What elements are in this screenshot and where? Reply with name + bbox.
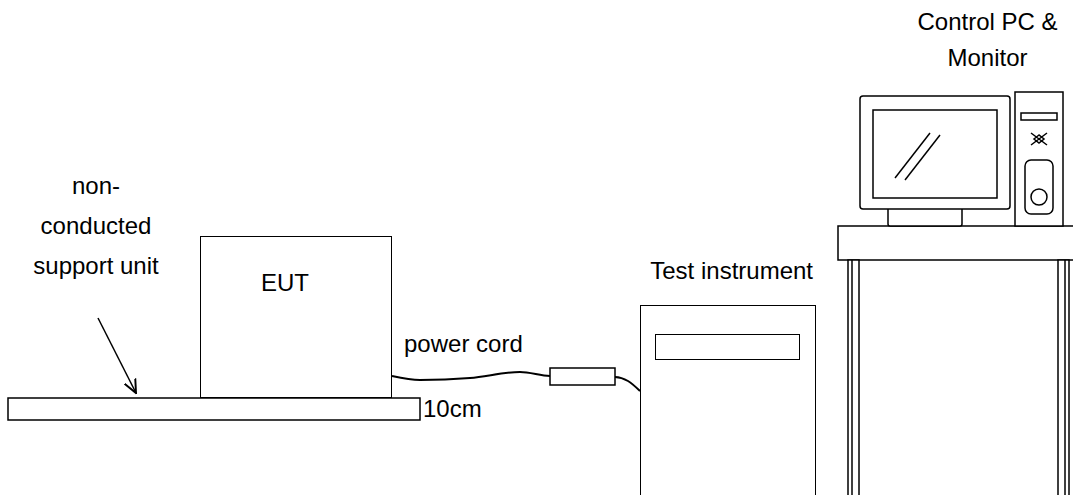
dimension-label: 10cm — [423, 395, 482, 424]
eut-box: EUT — [200, 236, 392, 398]
leader-line — [98, 318, 136, 393]
pc-label: Control PC & Monitor — [905, 4, 1070, 76]
test-instrument: Test instrument — [640, 305, 816, 495]
display-window — [655, 334, 800, 360]
instrument-heading: Test instrument — [650, 257, 813, 286]
pc-tower — [1015, 92, 1063, 226]
box-label: EUT — [201, 237, 391, 298]
support-plate — [8, 398, 420, 420]
desk — [838, 226, 1073, 495]
plug — [550, 368, 615, 385]
callout-label: non-conducted support unit — [30, 166, 162, 286]
edge-label: power cord — [404, 330, 523, 359]
monitor — [860, 96, 1010, 226]
